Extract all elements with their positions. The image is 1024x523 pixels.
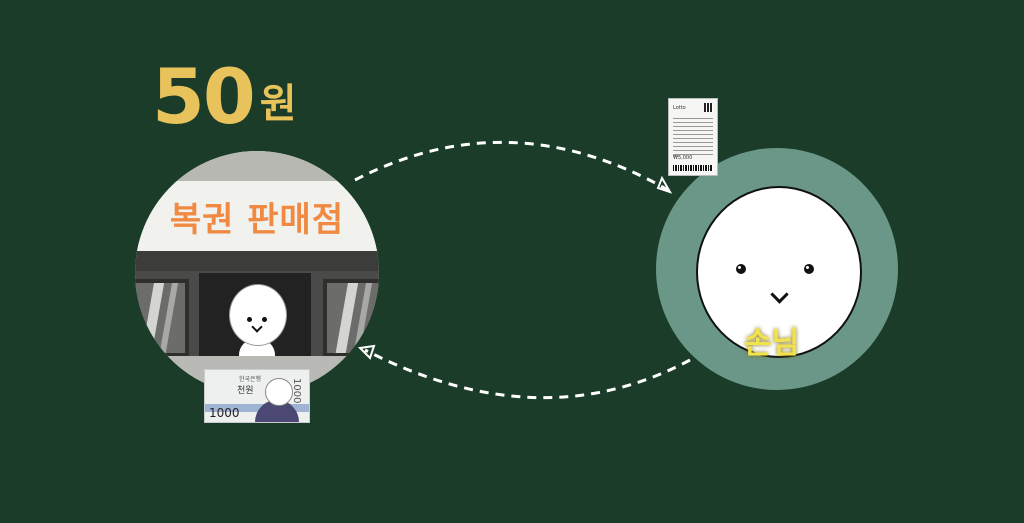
shop-window-left — [135, 279, 189, 357]
lottery-shop: 복권 판매점 — [135, 151, 379, 395]
banknote-portrait-head — [265, 378, 293, 406]
customer-face — [696, 186, 862, 358]
customer: 손님 — [656, 148, 898, 390]
shop-window-right — [323, 279, 379, 357]
clerk-head — [229, 284, 287, 346]
banknote-portrait-body — [255, 400, 299, 422]
arrow-to-customer — [354, 140, 669, 192]
ticket-price: ₩5,000 — [673, 155, 693, 161]
arrow-head-to-customer — [656, 175, 673, 194]
banknote-header: 한국은행 — [239, 376, 262, 383]
customer-label: 손님 — [744, 326, 800, 361]
clerk-eye-right — [262, 317, 267, 322]
customer-eye-left — [736, 264, 746, 274]
banknote-denomination: 1000 — [209, 406, 240, 420]
shop-roof — [135, 151, 379, 181]
customer-mouth — [770, 285, 789, 304]
clerk-eye-left — [247, 317, 252, 322]
lottery-ticket: Lotto ₩5,000 — [668, 98, 718, 176]
ticket-numbers — [673, 117, 713, 155]
banknote-denomination-vertical: 1000 — [291, 378, 302, 404]
price-number: 50 — [152, 52, 256, 141]
clerk-mouth — [251, 321, 263, 333]
shop-lintel — [135, 251, 379, 271]
shop-sign: 복권 판매점 — [135, 181, 379, 251]
banknote-band — [205, 404, 309, 412]
price-unit: 원 — [259, 81, 297, 127]
arrow-to-shop — [364, 348, 691, 400]
banknote-name: 천원 — [237, 386, 254, 396]
ticket-barcode-icon — [673, 165, 713, 171]
customer-eye-right — [804, 264, 814, 274]
shop-sign-text: 복권 판매점 — [169, 199, 345, 240]
ticket-brand: Lotto — [673, 105, 686, 111]
ticket-qr-icon — [704, 103, 713, 112]
banknote: 한국은행 천원 1000 1000 — [204, 369, 310, 423]
